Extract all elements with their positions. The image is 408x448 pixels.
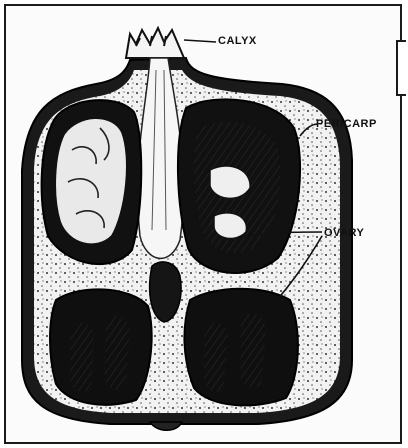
base-nub <box>150 422 182 430</box>
label-ovary: OVARY <box>324 227 364 239</box>
right-lower-locule <box>184 289 297 406</box>
left-upper-locule <box>42 100 142 264</box>
calyx <box>126 28 184 58</box>
left-lower-locule <box>50 289 152 404</box>
label-calyx: CALYX <box>218 35 257 47</box>
right-upper-locule <box>178 99 300 273</box>
label-pericarp: PERICARP <box>316 118 377 130</box>
left-seed-mass <box>55 118 127 244</box>
